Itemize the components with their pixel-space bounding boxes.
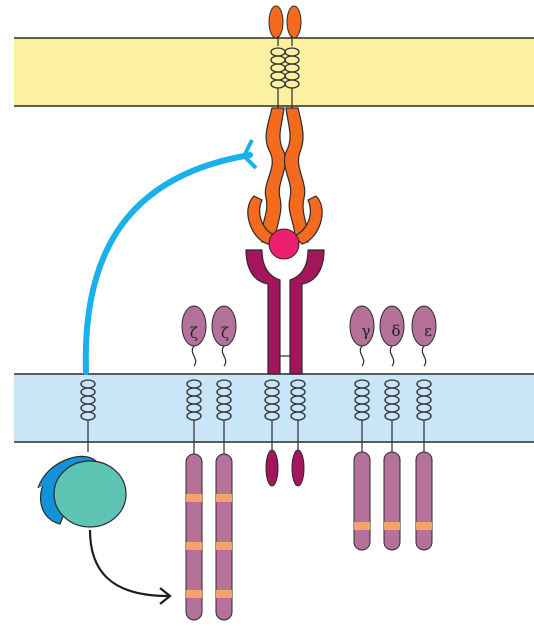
- gamma-label: γ: [362, 322, 371, 340]
- peptide-antigen-icon: [269, 229, 299, 259]
- itam-motif: [216, 542, 232, 550]
- itam-motif: [186, 542, 202, 550]
- t-cell-membrane: [14, 374, 534, 442]
- tcr-heterodimer-icon: [246, 250, 324, 486]
- itam-motif: [216, 494, 232, 502]
- lck-kinase-icon: [38, 456, 126, 527]
- cd3-zeta-chain-2: [212, 306, 236, 620]
- cd3-zeta-chain-1: [182, 306, 206, 620]
- itam-motif: [354, 522, 370, 530]
- delta-label: δ: [391, 322, 400, 340]
- itam-motif: [186, 590, 202, 598]
- itam-motif: [186, 494, 202, 502]
- itam-motif: [416, 522, 432, 530]
- itam-motif: [384, 522, 400, 530]
- epsilon-label: ε: [424, 322, 432, 340]
- phosphorylation-arrow-icon: [90, 530, 170, 604]
- zeta-1-label: ζ: [190, 324, 198, 342]
- zeta-2-label: ζ: [221, 324, 229, 342]
- itam-motif: [216, 590, 232, 598]
